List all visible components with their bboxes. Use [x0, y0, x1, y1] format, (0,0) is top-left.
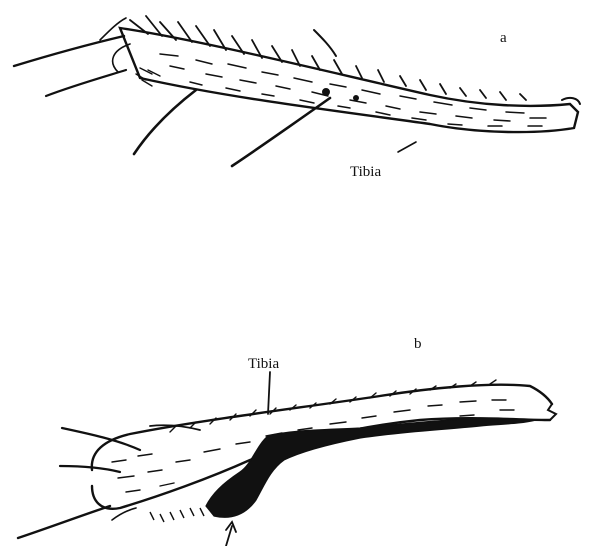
panel-a-tibia-drawing: [14, 16, 580, 166]
panel-a-tibia-label: Tibia: [350, 164, 381, 180]
panel-b-tibia-label: Tibia: [248, 356, 279, 372]
panel-b-letter: b: [414, 336, 422, 352]
panel-b-lobe-hairs: [150, 508, 204, 522]
panel-b-ventral-lobe: [206, 418, 536, 517]
panel-a-letter: a: [500, 30, 507, 46]
